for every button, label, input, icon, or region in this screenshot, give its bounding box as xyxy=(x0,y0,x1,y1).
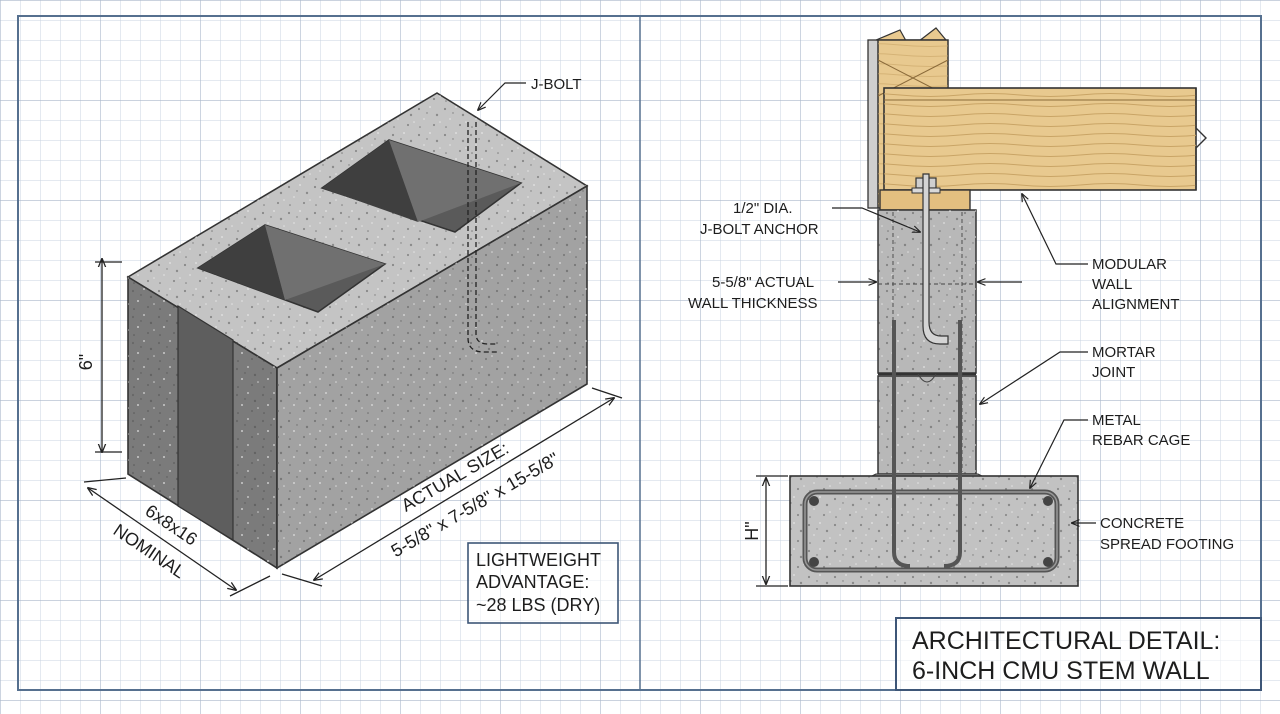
thickness-label-2: WALL THICKNESS xyxy=(688,295,817,312)
mortar-label-1: MORTAR xyxy=(1092,344,1156,361)
modular-label-3: ALIGNMENT xyxy=(1092,296,1180,313)
anchor-bolt xyxy=(922,173,949,345)
mortar-label-2: JOINT xyxy=(1092,364,1135,381)
weight-line-3: ~28 LBS (DRY) xyxy=(476,595,600,615)
weight-line-1: LIGHTWEIGHT xyxy=(476,550,601,570)
anchor-leader xyxy=(832,207,920,232)
joist-break xyxy=(1195,88,1207,190)
height-label: 6" xyxy=(76,354,96,370)
jbolt-label: J-BOLT xyxy=(531,76,582,93)
jbolt-leader xyxy=(478,82,526,110)
jbolt-hidden-line xyxy=(467,122,498,353)
footing-label-2: SPREAD FOOTING xyxy=(1100,536,1234,553)
block-end-notch xyxy=(177,304,234,542)
rebar-dowel-left xyxy=(892,320,911,568)
weight-box: LIGHTWEIGHT ADVANTAGE: ~28 LBS (DRY) xyxy=(467,542,619,624)
modular-label-1: MODULAR xyxy=(1092,256,1167,273)
thickness-label-1: 5-5/8" ACTUAL xyxy=(712,274,814,291)
height-dimension: 6" xyxy=(76,259,122,452)
modular-leader xyxy=(1022,194,1088,265)
anchor-label-1: 1/2" DIA. xyxy=(733,200,793,217)
footing-height-label: H" xyxy=(742,521,762,540)
rebar-dowel-right xyxy=(943,320,962,568)
title-block: ARCHITECTURAL DETAIL: 6-INCH CMU STEM WA… xyxy=(895,617,1262,691)
anchor-label-2: J-BOLT ANCHOR xyxy=(700,221,819,238)
title-line-2: 6-INCH CMU STEM WALL xyxy=(912,657,1210,685)
footing-label-1: CONCRETE xyxy=(1100,515,1184,532)
weight-line-2: ADVANTAGE: xyxy=(476,572,589,592)
rebar-leader xyxy=(1030,419,1088,488)
modular-label-2: WALL xyxy=(1092,276,1132,293)
rebar-label-1: METAL xyxy=(1092,412,1141,429)
mortar-leader xyxy=(980,351,1088,404)
title-line-1: ARCHITECTURAL DETAIL: xyxy=(912,627,1220,655)
rebar-label-2: REBAR CAGE xyxy=(1092,432,1190,449)
footing-height-dimension: H" xyxy=(742,475,788,587)
stem-wall-section xyxy=(789,27,1207,587)
